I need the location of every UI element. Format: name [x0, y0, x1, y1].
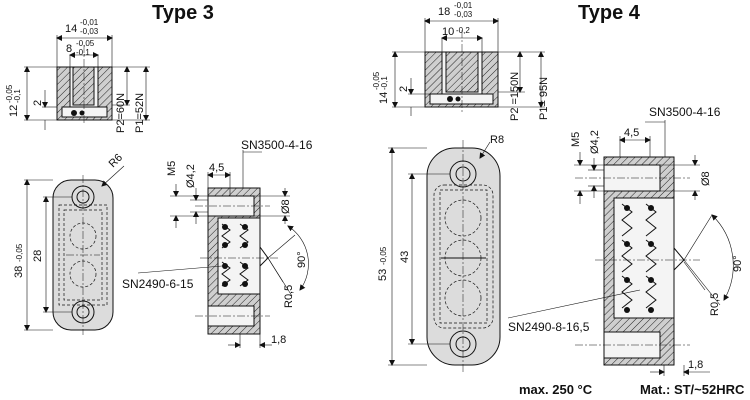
footer-material: Mat.: ST/~52HRC [640, 382, 745, 397]
type4-side-section [507, 120, 734, 376]
t3-height-tol-lo: -0,1 [13, 89, 22, 103]
t3-p2: P2=60N [115, 93, 127, 133]
t4-pin: Ø8 [700, 171, 712, 186]
t4-height-tol-lo: -0,1 [380, 76, 389, 90]
t3-depth: 4,5 [209, 162, 224, 174]
t3-d-outer: 14 [65, 23, 77, 35]
t3-length: 38 [13, 266, 25, 278]
t3-d-inner-tol-lo: -0,1 [76, 48, 90, 57]
t4-height-tol-up: -0,05 [372, 71, 381, 90]
t4-length: 53 [377, 269, 389, 281]
t4-spring: SN2490-8-16,5 [508, 320, 590, 334]
t3-spring: SN2490-6-15 [122, 277, 194, 291]
t4-angle: 90° [732, 255, 744, 272]
t3-length-tol: -0,05 [15, 243, 24, 262]
type3-plan-view [24, 165, 125, 335]
type4-top-view [392, 18, 545, 116]
t4-p1: P1= 95N [538, 77, 550, 120]
t3-height: 12 [8, 105, 20, 117]
t4-thread: M5 [570, 132, 582, 147]
type4-plan-view [388, 140, 501, 372]
t4-tip-radius: R0,5 [709, 293, 721, 316]
t3-d-outer-tol-lo: -0,03 [80, 27, 99, 36]
t4-tip: 1,8 [688, 359, 703, 371]
t3-p1: P1=52N [134, 93, 146, 133]
type3-top-view [24, 35, 150, 130]
t4-d-outer: 18 [438, 6, 450, 18]
t3-height-tol-up: -0,05 [5, 84, 14, 103]
t3-screw: SN3500-4-16 [241, 138, 313, 152]
t3-pitch: 28 [32, 250, 44, 262]
t3-thread: M5 [166, 161, 178, 176]
t3-d-inner-tol-up: -0,05 [76, 39, 95, 48]
t4-height: 14 [378, 92, 390, 104]
t4-length-tol: -0,05 [379, 246, 388, 265]
t3-stroke: 2 [32, 100, 44, 106]
t3-tip: 1,8 [271, 334, 286, 346]
t4-radius: R8 [490, 134, 504, 146]
t4-d-inner: 10 [442, 26, 454, 38]
t3-bore: Ø4,2 [185, 164, 197, 188]
t4-d-outer-tol-lo: -0,03 [454, 10, 473, 19]
t4-p2: P2 =150N [509, 72, 521, 121]
type3-side-section [137, 150, 309, 348]
t3-d-inner: 8 [66, 43, 72, 55]
t3-angle: 90° [296, 251, 308, 268]
t4-bore: Ø4,2 [589, 130, 601, 154]
type3-title: Type 3 [152, 2, 214, 24]
t4-stroke: 2 [398, 86, 410, 92]
footer-temperature: max. 250 °C [519, 382, 593, 397]
t4-pitch: 43 [399, 251, 411, 263]
t4-d-outer-tol-up: -0,01 [454, 1, 473, 10]
t4-screw: SN3500-4-16 [649, 105, 721, 119]
t3-d-outer-tol-up: -0,01 [80, 18, 99, 27]
t3-pin: Ø8 [280, 199, 292, 214]
t3-tip-radius: R0,5 [283, 285, 295, 308]
type4-title: Type 4 [578, 2, 641, 24]
t4-depth: 4,5 [624, 127, 639, 139]
t4-d-inner-tol: -0,2 [456, 26, 470, 35]
